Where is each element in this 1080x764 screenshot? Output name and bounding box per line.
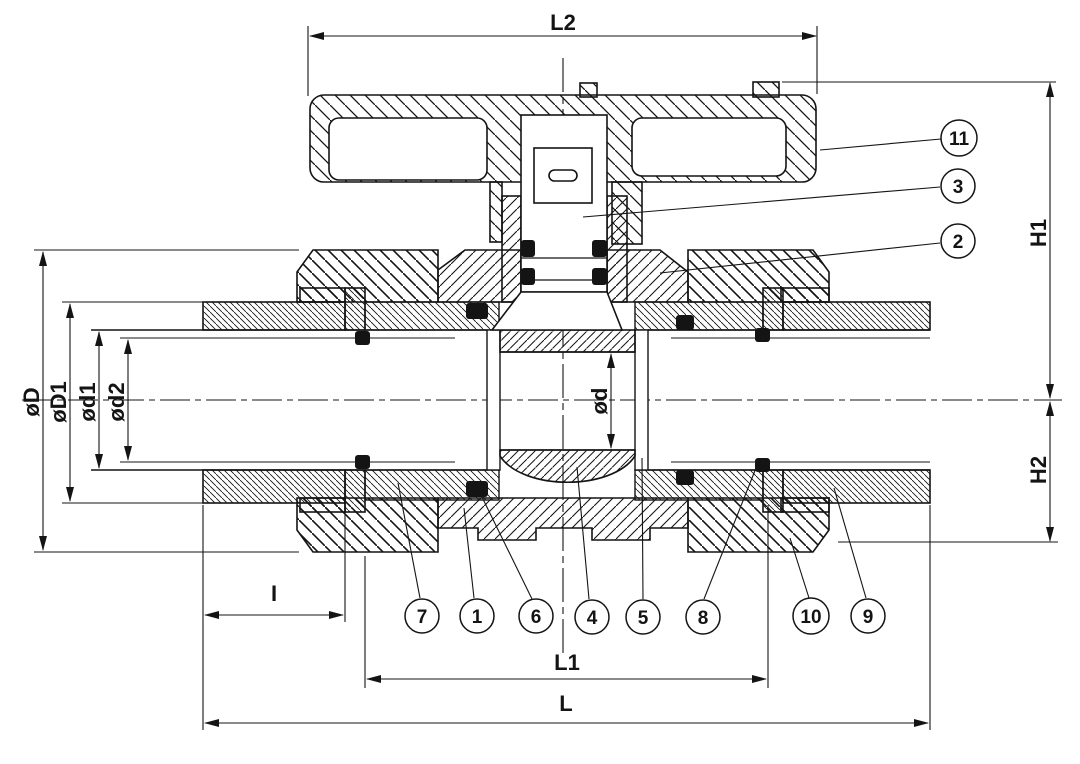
seat-left [486,329,501,471]
seal-right-inner-bottom [676,470,694,485]
seal-left-inner-top [466,303,488,319]
leader-11 [819,138,942,151]
callout-1: 1 [459,598,495,634]
socket-flange-left-top [344,287,366,331]
leader-3 [582,186,941,218]
union-nuts [296,249,830,553]
callout-10: 10 [792,597,830,635]
dimension-labels: L2 H1 H2 øD øD1 ød1 ød2 ød I L1 L [19,10,1051,716]
leader-9 [833,487,867,599]
callout-6: 6 [518,598,554,634]
leader-2 [659,242,941,274]
carrier-right-bottom [634,469,764,501]
callout-9-number: 9 [863,607,874,628]
carrier-right-top [634,301,764,331]
callout-10-number: 10 [800,607,821,628]
leader-10 [789,537,810,599]
body-gland-left [501,195,522,303]
socket-left-top-wall [202,301,346,331]
stem-oring-right-upper [592,240,607,257]
body-gland-right [606,195,628,303]
leader-7 [397,482,421,599]
callout-8: 8 [685,599,721,635]
seal-left-inner-bottom [466,481,488,497]
socket-flange-left-bottom [344,469,366,513]
socket-right-top-wall [782,301,931,331]
callout-3-number: 3 [953,177,964,198]
ball-seats [486,329,649,471]
callout-9: 9 [850,598,886,634]
dimension-set [34,26,1058,730]
ball-bottom-section [499,449,636,484]
label-L2: L2 [550,10,576,35]
callout-8-number: 8 [698,608,709,629]
callout-7-number: 7 [417,607,428,628]
callout-5: 5 [625,599,661,635]
label-I: I [271,581,277,606]
handle-pocket-left [328,117,488,181]
callout-5-number: 5 [638,608,649,629]
centerlines [22,58,1062,658]
callout-6-number: 6 [531,607,542,628]
label-dD: øD [19,387,44,416]
socket-left-bottom-wall [202,469,346,504]
valve-body [437,195,689,541]
callout-2: 2 [940,223,976,259]
callout-11: 11 [940,119,978,157]
label-dd1: ød1 [75,382,100,421]
ball-top-section [499,329,636,353]
label-L: L [559,691,572,716]
stem-oring-left-lower [521,268,535,285]
label-dd2: ød2 [104,382,129,421]
callout-leaders [397,138,942,600]
leader-4 [576,466,590,600]
stem-slot [548,169,578,182]
leader-8 [703,462,759,600]
ball [499,329,636,484]
nut-lip-right-top [780,287,830,303]
valve-stem [490,114,624,331]
callout-4: 4 [574,599,610,635]
label-H2: H2 [1026,456,1051,484]
stem-taper [490,291,624,331]
callout-3: 3 [940,168,976,204]
callout-7: 7 [404,598,440,634]
label-dD1: øD1 [46,381,71,423]
label-H1: H1 [1026,219,1051,247]
seat-right [634,329,649,471]
label-dd: ød [587,388,612,415]
callout-2-number: 2 [953,232,964,253]
callout-4-number: 4 [587,608,598,629]
bore-lines [91,329,930,471]
stem-oring-left-upper [521,240,535,257]
handle-pocket-right [631,117,787,177]
nut-lip-left-top [299,287,346,303]
stem-oring-right-lower [592,268,607,285]
callout-11-number: 11 [949,129,970,150]
socket-flange-right-top [762,287,784,331]
callout-1-number: 1 [472,607,483,628]
leader-1 [463,507,475,599]
seal-right-inner-top [676,315,694,330]
socket-flange-right-bottom [762,469,784,513]
leader-5 [641,457,644,600]
handle-skirt-left [489,181,503,243]
socket-right-bottom-wall [782,469,931,504]
callout-bubbles: 11 3 2 7 1 6 4 5 [404,119,978,635]
leader-6 [480,494,533,600]
label-L1: L1 [554,650,580,675]
